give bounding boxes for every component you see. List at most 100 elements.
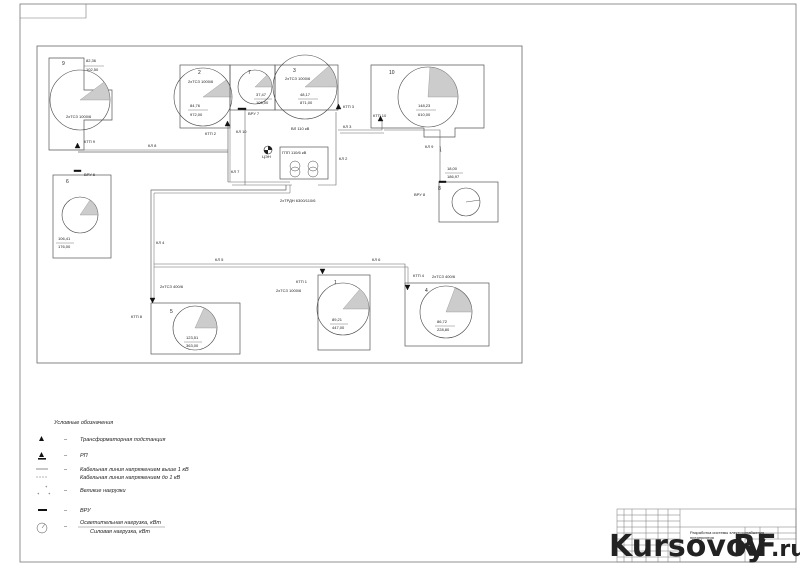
building-3-transformer: 2хТСЗ 1000/6 [285, 76, 311, 81]
ktp-3-marker [335, 103, 342, 110]
svg-text:–: – [63, 488, 68, 494]
legend-item-transformer-substation: Трансформаторная подстанция [80, 437, 165, 443]
cable-kl10-label: КЛ 10 [236, 129, 247, 134]
building-9-number: 9 [62, 61, 65, 67]
gpp-substation: ГПП 110/6 кВ 2хТРДН 6300/110/6 ВЛ 110 кВ… [262, 126, 329, 203]
svg-text:–: – [63, 437, 68, 443]
ktp-4-marker [404, 284, 411, 291]
ktp-3-label: КТП 3 [343, 104, 355, 109]
building-1-power-load: 447,00 [332, 325, 345, 330]
load-center-label: ЦЭН [262, 154, 271, 159]
cable-kl5-label: КЛ 5 [215, 257, 224, 262]
watermark-part1: Kursovoy [609, 529, 767, 564]
legend: Условные обозначения – Трансформаторная … [36, 420, 189, 535]
watermark-part2: RF [733, 529, 777, 564]
building-4-power-load: 228,80 [437, 327, 450, 332]
building-2-power-load: 972,00 [190, 112, 203, 117]
svg-text:–: – [63, 453, 68, 459]
title-block-project-subtitle: предприятия [690, 535, 714, 540]
legend-item-lv-cable: Кабельная линия напряжением до 1 кВ [80, 475, 181, 481]
cable-kl2-label: КЛ 2 [339, 156, 348, 161]
site-boundary [36, 45, 523, 364]
building-1: 1 89,21 447,00 2хТСЗ 1000/6 [276, 274, 371, 351]
cable-kl9-label: КЛ 9 [425, 144, 434, 149]
building-10: 10 148,23 610,00 [370, 64, 485, 138]
building-5-transformer: 2хТСЗ 400/6 [160, 284, 184, 289]
cable-labels: КЛ 8 КЛ 10 КЛ 3 КЛ 9 КЛ 7 КЛ 2 КЛ 4 КЛ 5… [148, 124, 434, 262]
svg-text:–: – [63, 508, 68, 514]
legend-item-lighting-load: Осветительная нагрузка, кВт [80, 520, 161, 526]
svg-text:–: – [63, 524, 68, 530]
cable-kl8-label: КЛ 8 [148, 143, 157, 148]
cable-kl4-label: КЛ 4 [156, 240, 165, 245]
building-9-transformer: 2хТСЗ 1000/6 [66, 114, 92, 119]
legend-tp-icon [39, 436, 44, 441]
vru-7-marker [237, 107, 247, 110]
building-6: 6 106,41 176,00 [52, 174, 112, 259]
building-2-number: 2 [198, 70, 201, 76]
building-3-lighting-load: 48,17 [300, 92, 311, 97]
building-2-lighting-load: 84,76 [190, 103, 201, 108]
vru-8-marker [438, 180, 447, 183]
building-8-power-load: 186,97 [447, 174, 460, 179]
vru-8-label: ВРУ 8 [414, 192, 426, 197]
gpp-overhead-line-label: ВЛ 110 кВ [291, 126, 310, 131]
vru-6-marker [73, 169, 82, 172]
watermark-part3: .ru [771, 537, 800, 562]
building-8-number: 8 [438, 186, 441, 192]
legend-item-vru: ВРУ [80, 508, 91, 514]
building-3-number: 3 [293, 68, 296, 74]
building-7-power-load: 106,00 [256, 100, 269, 105]
svg-text:+: + [45, 484, 48, 489]
title-block [616, 508, 797, 563]
building-4-number: 4 [425, 288, 428, 294]
ktp-8-marker [149, 297, 156, 304]
legend-lighting-load-icon [36, 522, 48, 534]
building-10-power-load: 610,00 [418, 112, 431, 117]
vru-6-label: ВРУ 6 [84, 172, 96, 177]
building-4-transformer: 2хТСЗ 400/6 [432, 274, 456, 279]
svg-text:+: + [37, 491, 40, 496]
gpp-transformers: 2хТРДН 6300/110/6 [280, 198, 316, 203]
building-3-power-load: 871,00 [300, 100, 313, 105]
building-2: 2 2хТСЗ 1000/6 84,76 972,00 [173, 64, 233, 129]
ktp-10-marker [377, 115, 384, 122]
ktp-4-label: КТП 4 [413, 273, 425, 278]
cable-kl3-label: КЛ 3 [343, 124, 352, 129]
building-2-transformer: 2хТСЗ 1000/6 [188, 79, 214, 84]
building-9: 9 82,36 102,50 2хТСЗ 1000/6 [48, 57, 113, 151]
building-4-lighting-load: 86,72 [437, 319, 448, 324]
cable-kl7-label: КЛ 7 [231, 169, 240, 174]
building-6-power-load: 176,00 [58, 244, 71, 249]
cable-kl6-label: КЛ 6 [372, 257, 381, 262]
ktp-9-label: КТП 9 [84, 139, 96, 144]
building-10-number: 10 [389, 70, 395, 76]
building-5-power-load: 363,00 [186, 343, 199, 348]
building-7-lighting-load: 37,47 [256, 92, 267, 97]
substation-markers [73, 103, 447, 304]
ktp-9-marker [74, 142, 81, 149]
building-5: 5 123,51 363,00 2хТСЗ 400/6 [150, 284, 241, 355]
building-9-power-load: 102,50 [86, 67, 99, 72]
legend-rp-icon [39, 452, 44, 457]
building-9-lighting-load: 82,36 [86, 58, 97, 63]
building-3: 3 2хТСЗ 1000/6 48,17 871,00 [272, 54, 339, 120]
legend-title: Условные обозначения [53, 420, 113, 426]
substation-labels: КТП 9 КТП 2 КТП 3 КТП 10 КТП 8 КТП 1 КТП… [84, 104, 426, 319]
cable-routes [78, 108, 441, 300]
legend-load-icon: + + + [37, 484, 51, 496]
building-8-lighting-load: 18,00 [447, 166, 458, 171]
legend-item-rp: РП [80, 453, 88, 459]
ktp-8-label: КТП 8 [131, 314, 143, 319]
building-6-lighting-load: 106,41 [58, 236, 71, 241]
kursovoyrf-watermark-logo: Kursovoy RF .ru [609, 529, 800, 564]
svg-text:–: – [63, 467, 68, 473]
vru-7-label: ВРУ 7 [248, 111, 260, 116]
building-1-lighting-load: 89,21 [332, 317, 343, 322]
building-5-lighting-load: 123,51 [186, 335, 199, 340]
legend-item-loads: Великие нагрузки [80, 488, 126, 494]
ktp-1-marker [319, 268, 326, 275]
building-6-number: 6 [66, 179, 69, 185]
building-7-number: 7 [248, 70, 251, 76]
ktp-2-label: КТП 2 [205, 131, 217, 136]
